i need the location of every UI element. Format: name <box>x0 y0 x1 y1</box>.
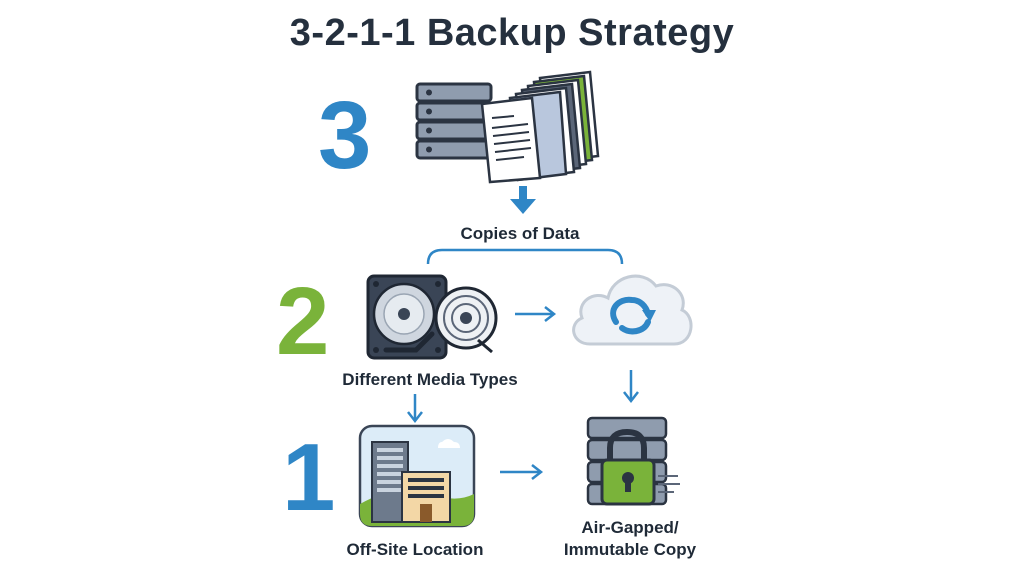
number-two: 2 <box>276 268 330 375</box>
cloud-sync-icon <box>572 274 693 346</box>
hard-drive-icon <box>366 274 448 360</box>
down-arrow-icon <box>510 186 536 214</box>
label-copies-of-data: Copies of Data <box>460 224 580 243</box>
label-air-gapped-line1: Air-Gapped/ <box>581 518 679 537</box>
label-immutable-copy-line2: Immutable Copy <box>563 540 697 559</box>
page-title: 3-2-1-1 Backup Strategy <box>289 12 735 54</box>
bracket-connector <box>426 248 624 265</box>
right-arrow-icon <box>515 306 557 322</box>
right-arrow-icon-bottom <box>500 464 544 480</box>
documents-stack-icon <box>480 70 600 184</box>
tape-reel-icon <box>434 286 498 354</box>
label-off-site-location: Off-Site Location <box>346 540 484 559</box>
locked-server-icon <box>586 416 680 506</box>
number-one: 1 <box>282 424 336 531</box>
down-arrow-icon-right <box>623 370 639 404</box>
office-building-icon <box>358 424 476 528</box>
label-different-media-types: Different Media Types <box>342 370 518 389</box>
down-arrow-icon-left <box>407 394 423 424</box>
number-three: 3 <box>318 82 372 189</box>
